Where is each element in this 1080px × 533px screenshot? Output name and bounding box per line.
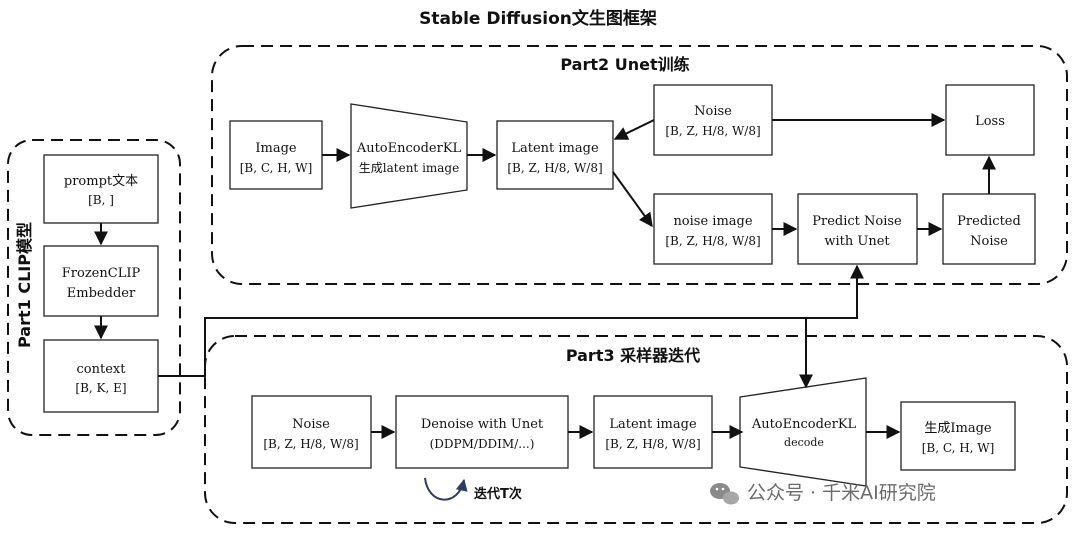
p3-latent-shape: [B, Z, H/8, W/8]	[605, 437, 700, 451]
diagram-title: Stable Diffusion文生图框架	[419, 8, 657, 29]
p2-noise-image-box	[653, 193, 773, 265]
p3-noise-label: Noise	[292, 417, 330, 432]
p2-predict-box	[797, 193, 918, 265]
p2-noise-shape: [B, Z, H/8, W/8]	[665, 124, 760, 138]
p2-image-box	[229, 120, 323, 190]
p2-image-label: Image	[255, 141, 297, 156]
p3-output-label: 生成Image	[924, 421, 992, 436]
p2-autoencoder-label: AutoEncoderKL	[356, 141, 462, 156]
p2-noise-image-shape: [B, Z, H/8, W/8]	[665, 234, 760, 248]
arrow-noise-to-latent	[613, 119, 655, 140]
p2-latent-label: Latent image	[511, 141, 599, 156]
loop-arrow-icon	[424, 477, 468, 501]
part1-title: Part1 CLIP模型	[15, 222, 34, 348]
part2-group	[211, 45, 1068, 285]
p2-noise-box	[653, 84, 773, 156]
p2-noise-image-label: noise image	[673, 214, 752, 229]
p2-autoencoder-trapezoid	[350, 103, 468, 209]
p2-latent-shape: [B, Z, H/8, W/8]	[507, 161, 602, 175]
frozen-clip-label: FrozenCLIP	[62, 266, 141, 281]
context-box	[43, 339, 159, 413]
p3-denoise-sublabel: (DDPM/DDIM/...)	[430, 437, 535, 451]
part1-group	[7, 139, 181, 436]
p2-predicted-label-2: Noise	[970, 234, 1008, 249]
part2-title: Part2 Unet训练	[560, 55, 689, 74]
arrow-context-to-predict	[158, 264, 864, 377]
prompt-box	[43, 154, 159, 224]
p2-latent-box	[496, 120, 614, 190]
p3-autoencoder-sublabel: decode	[784, 436, 824, 449]
frozen-clip-box	[43, 245, 159, 317]
watermark-text: 公众号 · 千米AI研究院	[747, 482, 936, 504]
p2-predict-label: Predict Noise	[812, 214, 902, 229]
p3-output-box	[900, 401, 1016, 471]
p3-autoencoder-trapezoid	[739, 377, 867, 487]
p2-autoencoder-sublabel: 生成latent image	[359, 161, 459, 175]
p3-output-shape: [B, C, H, W]	[922, 441, 995, 455]
p2-noise-label: Noise	[694, 104, 732, 119]
frozen-clip-label-2: Embedder	[67, 286, 136, 301]
prompt-label: prompt文本	[64, 174, 138, 189]
p2-loss-label: Loss	[975, 114, 1005, 129]
arrow-latent-to-noise-image	[612, 171, 653, 228]
prompt-shape: [B, ]	[88, 193, 114, 207]
p3-latent-label: Latent image	[609, 417, 697, 432]
part3-title: Part3 采样器迭代	[566, 346, 700, 365]
p3-latent-box	[593, 395, 713, 469]
p2-loss-box	[945, 84, 1035, 156]
p3-denoise-box	[395, 395, 569, 469]
context-label: context	[77, 362, 127, 377]
context-shape: [B, K, E]	[75, 381, 126, 395]
p2-predict-label-2: with Unet	[824, 234, 890, 249]
p3-noise-shape: [B, Z, H/8, W/8]	[263, 437, 358, 451]
loop-label: 迭代T次	[474, 486, 522, 502]
p2-predicted-label: Predicted	[957, 214, 1021, 229]
part3-group	[204, 335, 1068, 524]
p3-noise-box	[251, 395, 372, 469]
wechat-icon	[710, 483, 739, 505]
p3-denoise-label: Denoise with Unet	[421, 417, 544, 432]
p3-autoencoder-label: AutoEncoderKL	[751, 417, 857, 432]
p2-predicted-box	[942, 193, 1036, 265]
p2-image-shape: [B, C, H, W]	[240, 161, 313, 175]
